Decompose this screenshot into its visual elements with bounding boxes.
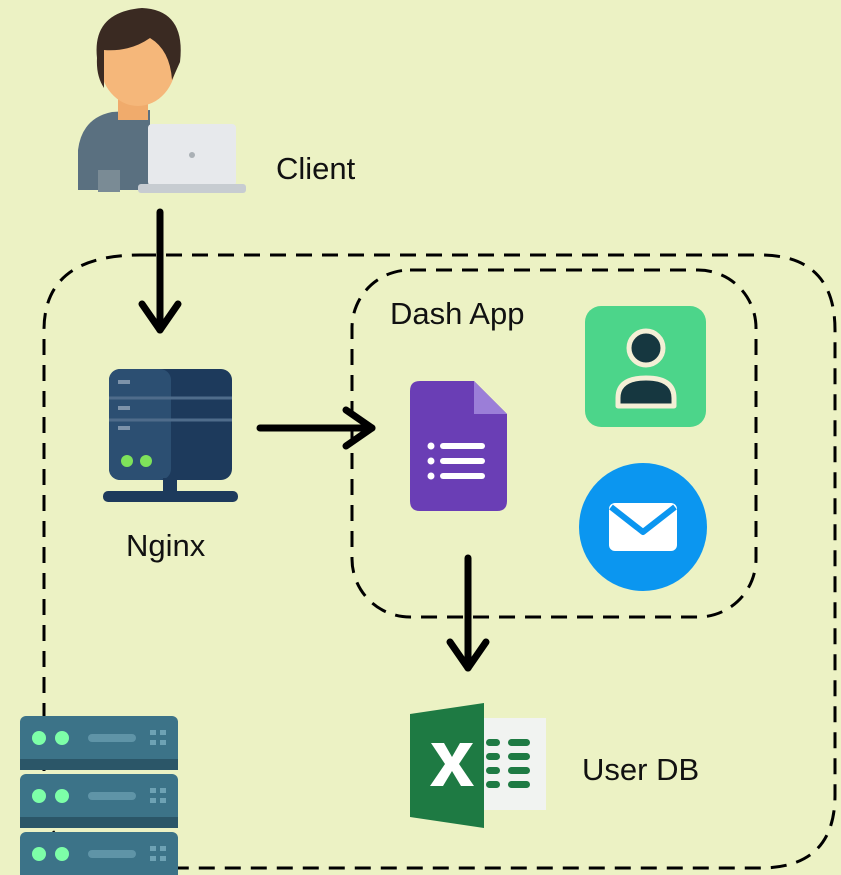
excel-icon: [410, 703, 546, 828]
server-rack-icon: [20, 716, 178, 875]
form-document-icon: [410, 381, 507, 511]
web-server-icon: [103, 369, 238, 502]
client-label: Client: [276, 151, 356, 186]
dash-app-label: Dash App: [390, 296, 525, 331]
user-db-label: User DB: [582, 752, 700, 787]
deployment-boundary: [42, 253, 837, 870]
nginx-label: Nginx: [126, 528, 206, 563]
user-profile-icon: [585, 306, 706, 427]
mail-icon: [579, 463, 707, 591]
person-laptop-icon: [78, 8, 246, 193]
dash-app-boundary: [350, 268, 758, 619]
